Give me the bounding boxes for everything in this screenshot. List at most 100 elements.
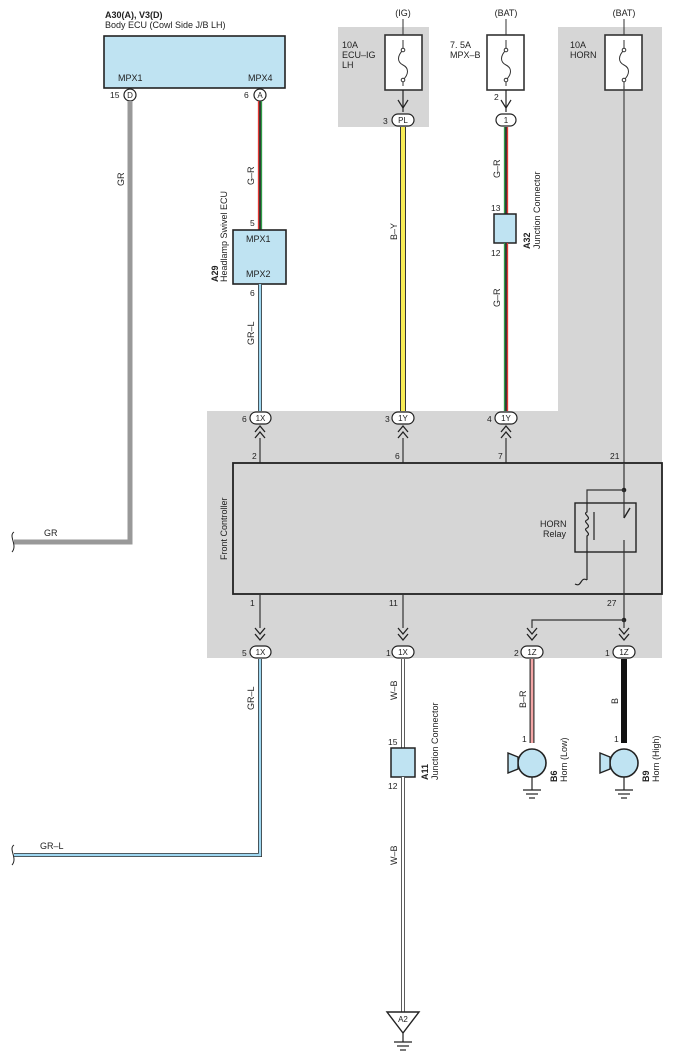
fc-pin-top-0: 2 xyxy=(252,451,257,461)
conn-one-pin: 2 xyxy=(494,92,499,102)
wire-g-r-a32-top xyxy=(503,127,509,214)
wire-b-r-label: B–R xyxy=(518,690,528,708)
conn-1x-bottom-left-name: 1X xyxy=(256,648,266,657)
a11-pin-top: 15 xyxy=(388,737,398,747)
fuse-mpx-b: 7. 5A MPX–B xyxy=(450,34,525,91)
a32-code: A32 xyxy=(522,232,532,249)
conn-pl-name: PL xyxy=(398,116,408,125)
horn-high-icon xyxy=(599,748,639,799)
headlamp-ecu-box xyxy=(232,229,287,285)
body-ecu-pin-left-num: 15 xyxy=(110,90,120,100)
ig-supply-label: (IG) xyxy=(395,8,411,18)
bat-supply-label-1: (BAT) xyxy=(495,8,518,18)
horn-relay-line2: Relay xyxy=(543,529,567,539)
conn-1y-mid-pin: 3 xyxy=(385,414,390,424)
conn-one-name: 1 xyxy=(504,116,509,125)
body-ecu-box xyxy=(103,35,286,89)
conn-1x-top-pin: 6 xyxy=(242,414,247,424)
conn-1z-right-name: 1Z xyxy=(619,648,628,657)
conn-1y-right-name: 1Y xyxy=(501,414,511,423)
conn-1x-bottom-mid: 1 1X xyxy=(386,627,415,659)
conn-1y-mid-name: 1Y xyxy=(398,414,408,423)
body-ecu-pin-right-num: 6 xyxy=(244,90,249,100)
conn-1x-bottom-left-pin: 5 xyxy=(242,648,247,658)
conn-1y-right: 4 1Y xyxy=(487,411,518,463)
fc-pin-top-1: 6 xyxy=(395,451,400,461)
headlamp-pin-top-label: MPX1 xyxy=(246,234,271,244)
horn-low-code: B6 xyxy=(549,770,559,782)
body-ecu-pin-left-label: MPX1 xyxy=(118,73,143,83)
wire-b-label: B xyxy=(610,698,620,704)
body-ecu-name: Body ECU (Cowl Side J/B LH) xyxy=(105,20,226,30)
fuse-ecu-ig: 10A ECU–IG LH xyxy=(342,34,423,91)
body-ecu-pin-left-conn: D xyxy=(127,91,133,100)
wire-w-b-top-label: W–B xyxy=(389,680,399,700)
headlamp-pin-bottom-label: MPX2 xyxy=(246,269,271,279)
conn-1z-left-pin: 2 xyxy=(514,648,519,658)
conn-pl-pin: 3 xyxy=(383,116,388,126)
bat-supply-label-2: (BAT) xyxy=(613,8,636,18)
wire-gr-l-label: GR–L xyxy=(246,321,256,345)
a32-pin-bottom: 12 xyxy=(491,248,501,258)
horn-relay: HORN Relay xyxy=(540,463,637,620)
conn-1y-mid: 3 1Y xyxy=(385,411,415,463)
junction-a11-box xyxy=(390,747,416,778)
ground-a2: A2 xyxy=(385,1011,421,1051)
fuse-ecu-ig-loc: LH xyxy=(342,60,354,70)
horn-high-name: Horn (High) xyxy=(651,735,661,782)
conn-1z-right: 1 1Z xyxy=(605,627,636,659)
horn-high-code: B9 xyxy=(641,770,651,782)
fc-pin-top-3: 21 xyxy=(610,451,620,461)
wire-g-r-a32-bottom-label: G–R xyxy=(492,288,502,307)
horn-low-pin: 1 xyxy=(522,734,527,744)
wire-gr-left-label: GR xyxy=(44,528,58,538)
wire-gr-label: GR xyxy=(116,172,126,186)
a11-name: Junction Connector xyxy=(430,702,440,780)
conn-1y-right-pin: 4 xyxy=(487,414,492,424)
fuse-mpx-b-amp: 7. 5A xyxy=(450,40,471,50)
wire-g-r-top-label: G–R xyxy=(246,166,256,185)
fuse-ecu-ig-amp: 10A xyxy=(342,40,358,50)
horn-low-name: Horn (Low) xyxy=(559,737,569,782)
conn-1x-top-name: 1X xyxy=(256,414,266,423)
front-controller-box xyxy=(232,462,663,595)
wire-g-r-a32-top-label: G–R xyxy=(492,159,502,178)
fuse-ecu-ig-name: ECU–IG xyxy=(342,50,376,60)
horn-high-pin: 1 xyxy=(614,734,619,744)
wire-gr-l-bottom-label: GR–L xyxy=(246,686,256,710)
wire-gr-l-left-label: GR–L xyxy=(40,841,64,851)
headlamp-ecu-code: A29 xyxy=(210,265,220,282)
conn-1x-bottom-left: 5 1X xyxy=(242,627,272,659)
headlamp-ecu-name: Headlamp Swivel ECU xyxy=(219,191,229,282)
fc-pin-top-2: 7 xyxy=(498,451,503,461)
fuse-horn: 10A HORN xyxy=(570,34,643,91)
headlamp-pin-bottom-num: 6 xyxy=(250,288,255,298)
headlamp-pin-top-num: 5 xyxy=(250,218,255,228)
wire-g-r-a32-bottom xyxy=(503,243,509,411)
wire-gr-l-bottom xyxy=(14,659,262,857)
body-ecu-pin-right-label: MPX4 xyxy=(248,73,273,83)
wire-b-y-label: B–Y xyxy=(389,223,399,240)
fc-pin-bottom-2: 27 xyxy=(607,598,617,608)
body-ecu-code: A30(A), V3(D) xyxy=(105,10,163,20)
wire-g-r-top xyxy=(257,101,263,230)
junction-a32-box xyxy=(493,213,517,244)
fc-pin-bottom-1: 11 xyxy=(389,598,398,608)
wire-w-b-bottom-label: W–B xyxy=(389,845,399,865)
a32-name: Junction Connector xyxy=(532,171,542,249)
conn-1x-bottom-mid-name: 1X xyxy=(398,648,408,657)
fc-pin-bottom-0: 1 xyxy=(250,598,255,608)
wire-gr xyxy=(14,101,133,545)
fuse-mpx-b-name: MPX–B xyxy=(450,50,481,60)
conn-1z-left-name: 1Z xyxy=(527,648,536,657)
fuse-horn-amp: 10A xyxy=(570,40,586,50)
a11-pin-bottom: 12 xyxy=(388,781,398,791)
front-controller-name: Front Controller xyxy=(219,497,229,560)
ground-a2-label: A2 xyxy=(398,1015,408,1024)
body-ecu-pin-right-conn: A xyxy=(257,91,263,100)
a11-code: A11 xyxy=(420,764,430,780)
horn-relay-line1: HORN xyxy=(540,519,567,529)
fuse-horn-name: HORN xyxy=(570,50,597,60)
horn-low-icon xyxy=(507,748,547,799)
